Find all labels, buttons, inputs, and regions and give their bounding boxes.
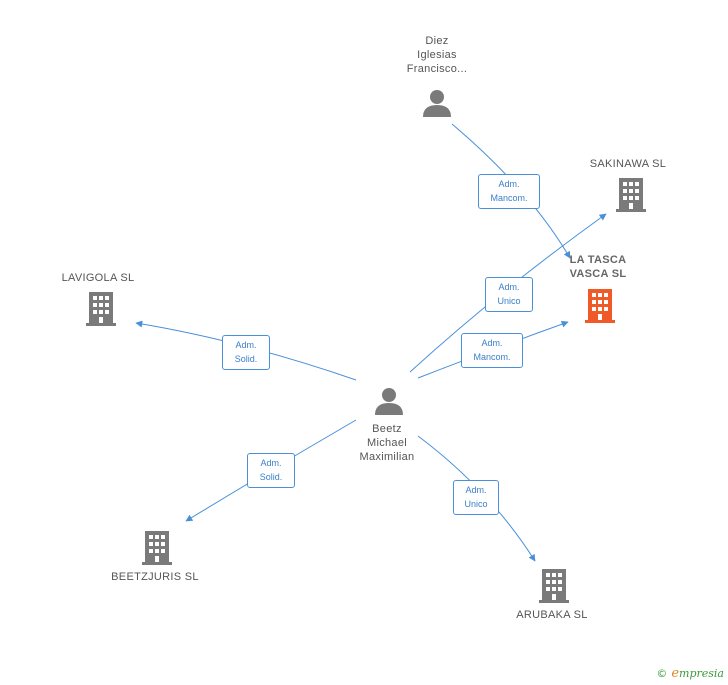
edge-label-line: Adm.	[260, 458, 282, 468]
node-sakinawa-line: SAKINAWA SL	[589, 158, 667, 170]
copyright-symbol: ©	[656, 667, 668, 680]
edge-label-line: Unico	[497, 296, 521, 306]
node-latasca-line: LA TASCA	[569, 254, 627, 266]
node-beetz[interactable]: Beetz Michael Maximilian	[341, 422, 433, 464]
node-diez[interactable]: Diez Iglesias Francisco...	[390, 34, 484, 76]
building-icon	[142, 531, 172, 565]
edge-label-line: Adm.	[498, 282, 520, 292]
edge-label-line: Solid.	[234, 354, 258, 364]
brand-name: mpresia	[679, 667, 724, 680]
node-beetz-line: Michael	[366, 437, 407, 449]
edge-label-beetz-lavigola[interactable]: Adm. Solid.	[222, 335, 270, 370]
edge-label-diez-latasca[interactable]: Adm. Mancom.	[478, 174, 540, 209]
empresia-logo: ©empresia	[656, 666, 724, 681]
node-diez-line: Francisco...	[406, 63, 468, 75]
building-icon	[616, 178, 646, 212]
edge-label-line: Mancom.	[473, 352, 511, 362]
edge-label-beetz-arubaka[interactable]: Adm. Unico	[453, 480, 499, 515]
edge-label-line: Mancom.	[490, 193, 528, 203]
node-arubaka-line: ARUBAKA SL	[516, 609, 588, 621]
edge-label-beetz-latasca[interactable]: Adm. Mancom.	[461, 333, 523, 368]
node-beetzjuris-line: BEETZJURIS SL	[111, 571, 199, 583]
node-lavigola-line: LAVIGOLA SL	[61, 272, 135, 284]
node-diez-line: Iglesias	[417, 49, 457, 61]
node-latasca-line: VASCA SL	[569, 268, 627, 280]
node-beetz-line: Maximilian	[359, 451, 415, 463]
edge-label-line: Adm.	[498, 179, 520, 189]
person-icon	[423, 90, 451, 117]
edge-label-line: Adm.	[481, 338, 503, 348]
node-sakinawa[interactable]: SAKINAWA SL	[578, 157, 678, 171]
node-diez-line: Diez	[425, 35, 449, 47]
edge-label-line: Unico	[464, 499, 488, 509]
edge-label-line: Adm.	[465, 485, 487, 495]
building-icon	[86, 292, 116, 326]
edge-label-line: Solid.	[259, 472, 283, 482]
edge-label-line: Adm.	[235, 340, 257, 350]
node-lavigola[interactable]: LAVIGOLA SL	[48, 271, 148, 285]
edge-label-beetz-beetzjuris[interactable]: Adm. Solid.	[247, 453, 295, 488]
brand-initial: e	[671, 666, 680, 681]
building-icon	[539, 569, 569, 603]
edge-label-beetz-sakinawa[interactable]: Adm. Unico	[485, 277, 533, 312]
node-beetzjuris[interactable]: BEETZJURIS SL	[103, 570, 207, 584]
person-icon	[375, 388, 403, 415]
node-beetz-line: Beetz	[372, 423, 402, 435]
node-arubaka[interactable]: ARUBAKA SL	[502, 608, 602, 622]
building-icon-highlighted	[585, 289, 615, 323]
node-latasca[interactable]: LA TASCA VASCA SL	[552, 253, 644, 281]
